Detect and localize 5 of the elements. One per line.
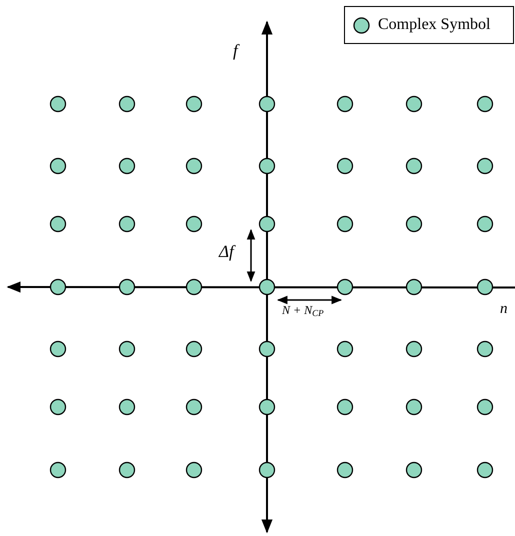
axis-label: Δf <box>219 243 234 260</box>
legend-label: Complex Symbol <box>378 15 490 35</box>
axis-label: N + N$_{CP}$ <box>282 304 324 316</box>
axis-label: f <box>233 42 238 59</box>
axis-label: n <box>500 302 508 317</box>
